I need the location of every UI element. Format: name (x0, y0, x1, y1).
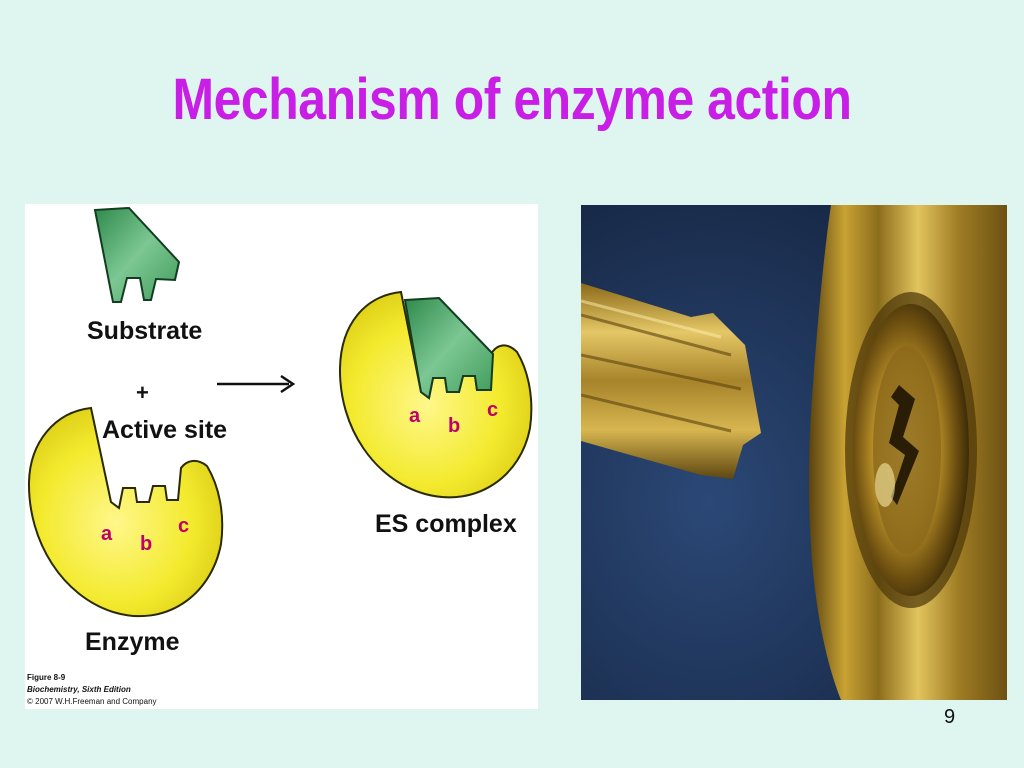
enzyme-site-b-label: b (140, 533, 152, 555)
es-complex-substrate-shape (403, 296, 495, 400)
substrate-shape (93, 206, 181, 303)
plus-sign: + (136, 380, 149, 405)
enzyme-site-a-label: a (101, 523, 113, 545)
figure-number-caption: Figure 8-9 (27, 673, 66, 682)
es-complex-label: ES complex (375, 510, 517, 538)
book-title-caption: Biochemistry, Sixth Edition (27, 685, 131, 694)
enzyme-diagram-svg: Substrate + Active site a b c Enzyme a b… (27, 206, 533, 706)
page-number: 9 (944, 706, 956, 728)
complex-site-c-label: c (487, 399, 498, 421)
active-site-label: Active site (102, 416, 227, 444)
complex-site-b-label: b (448, 415, 460, 437)
slide-title: Mechanism of enzyme action (172, 67, 852, 132)
es-complex-enzyme-shape (338, 290, 533, 499)
reaction-arrow (217, 374, 296, 394)
enzyme-substrate-figure: Substrate + Active site a b c Enzyme a b… (25, 204, 538, 709)
enzyme-site-c-label: c (178, 515, 189, 537)
key-lock-illustration (581, 205, 1007, 700)
enzyme-label: Enzyme (85, 628, 180, 656)
substrate-label: Substrate (87, 317, 202, 345)
copyright-caption: © 2007 W.H.Freeman and Company (27, 697, 157, 706)
key-lock-photo (581, 205, 1007, 700)
complex-site-a-label: a (409, 405, 421, 427)
enzyme-shape (27, 406, 224, 618)
